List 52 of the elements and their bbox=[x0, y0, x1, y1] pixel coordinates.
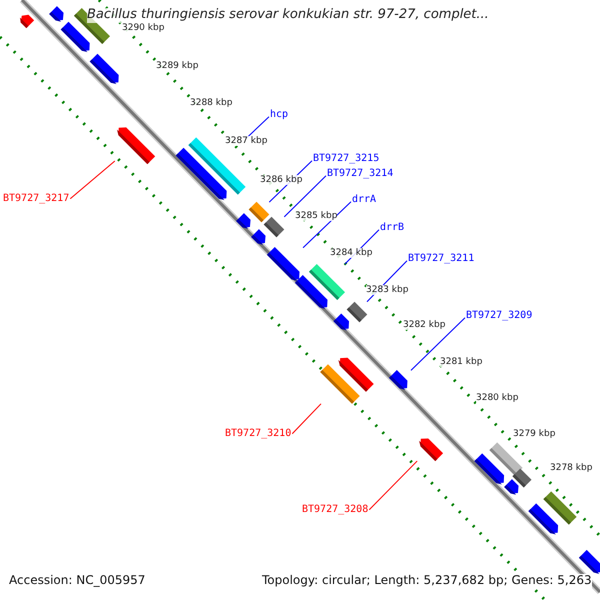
gene-label: BT9727_3211 bbox=[408, 253, 474, 264]
scale-label: 3278 kbp bbox=[550, 463, 592, 474]
gene-feature bbox=[20, 14, 34, 28]
footer-text: Topology: circular; Length: 5,237,682 bp; Genes: 5,263 bbox=[262, 574, 592, 588]
gene-feature bbox=[264, 216, 284, 238]
gene-feature bbox=[60, 22, 90, 52]
leader-line bbox=[70, 160, 116, 200]
gene-feature bbox=[90, 54, 119, 84]
gene-feature bbox=[333, 313, 349, 330]
gene-feature bbox=[294, 274, 328, 309]
scale-label: 3279 kbp bbox=[513, 429, 556, 440]
gene-feature bbox=[528, 503, 558, 534]
map-title: Bacillus thuringiensis serovar konkukian str. 97-27, complet... bbox=[87, 8, 489, 23]
gene-label: BT9727_3209 bbox=[466, 310, 532, 322]
scale-label: 3281 kbp bbox=[440, 357, 482, 368]
footer-text: Accession: NC_005957 bbox=[9, 574, 146, 588]
scale-label: 3287 kbp bbox=[225, 136, 268, 146]
leader-line bbox=[368, 460, 418, 510]
gene-feature bbox=[49, 6, 64, 22]
gene-feature bbox=[346, 302, 368, 322]
gene-label: BT9727_3215 bbox=[313, 153, 380, 164]
gene-feature bbox=[320, 364, 360, 404]
gene-feature bbox=[236, 213, 251, 229]
leader-line bbox=[292, 403, 322, 434]
leader-line bbox=[284, 175, 326, 218]
leader-line bbox=[302, 201, 352, 248]
gene-label: hcp bbox=[270, 109, 288, 120]
gene-feature bbox=[116, 127, 156, 164]
gene-feature bbox=[504, 479, 519, 495]
gene-label: BT9727_3208 bbox=[302, 504, 368, 516]
gene-feature bbox=[419, 438, 444, 462]
leader-line bbox=[410, 317, 466, 371]
scale-label: 3290 kbp bbox=[122, 23, 164, 34]
gene-label: drrA bbox=[352, 194, 376, 206]
gene-feature bbox=[578, 550, 600, 574]
gene-feature bbox=[389, 370, 408, 390]
gene-feature bbox=[266, 246, 300, 281]
scale-label: 3289 kbp bbox=[156, 61, 198, 72]
scale-label: 3280 kbp bbox=[476, 393, 518, 404]
gene-label: BT9727_3210 bbox=[225, 428, 292, 440]
scale-label: 3286 kbp bbox=[260, 175, 302, 186]
scale-label: 3282 kbp bbox=[403, 320, 446, 330]
gene-feature bbox=[251, 229, 266, 245]
gene-label: BT9727_3214 bbox=[327, 168, 394, 180]
gene-label: BT9727_3217 bbox=[3, 193, 70, 204]
gene-feature bbox=[474, 453, 504, 484]
scale-label: 3283 kbp bbox=[366, 285, 408, 296]
scale-label: 3285 kbp bbox=[295, 211, 338, 222]
scale-label: 3284 kbp bbox=[330, 248, 372, 258]
gene-label: drrB bbox=[380, 222, 404, 234]
gene-feature bbox=[248, 202, 270, 222]
scale-label: 3288 kbp bbox=[190, 98, 232, 108]
